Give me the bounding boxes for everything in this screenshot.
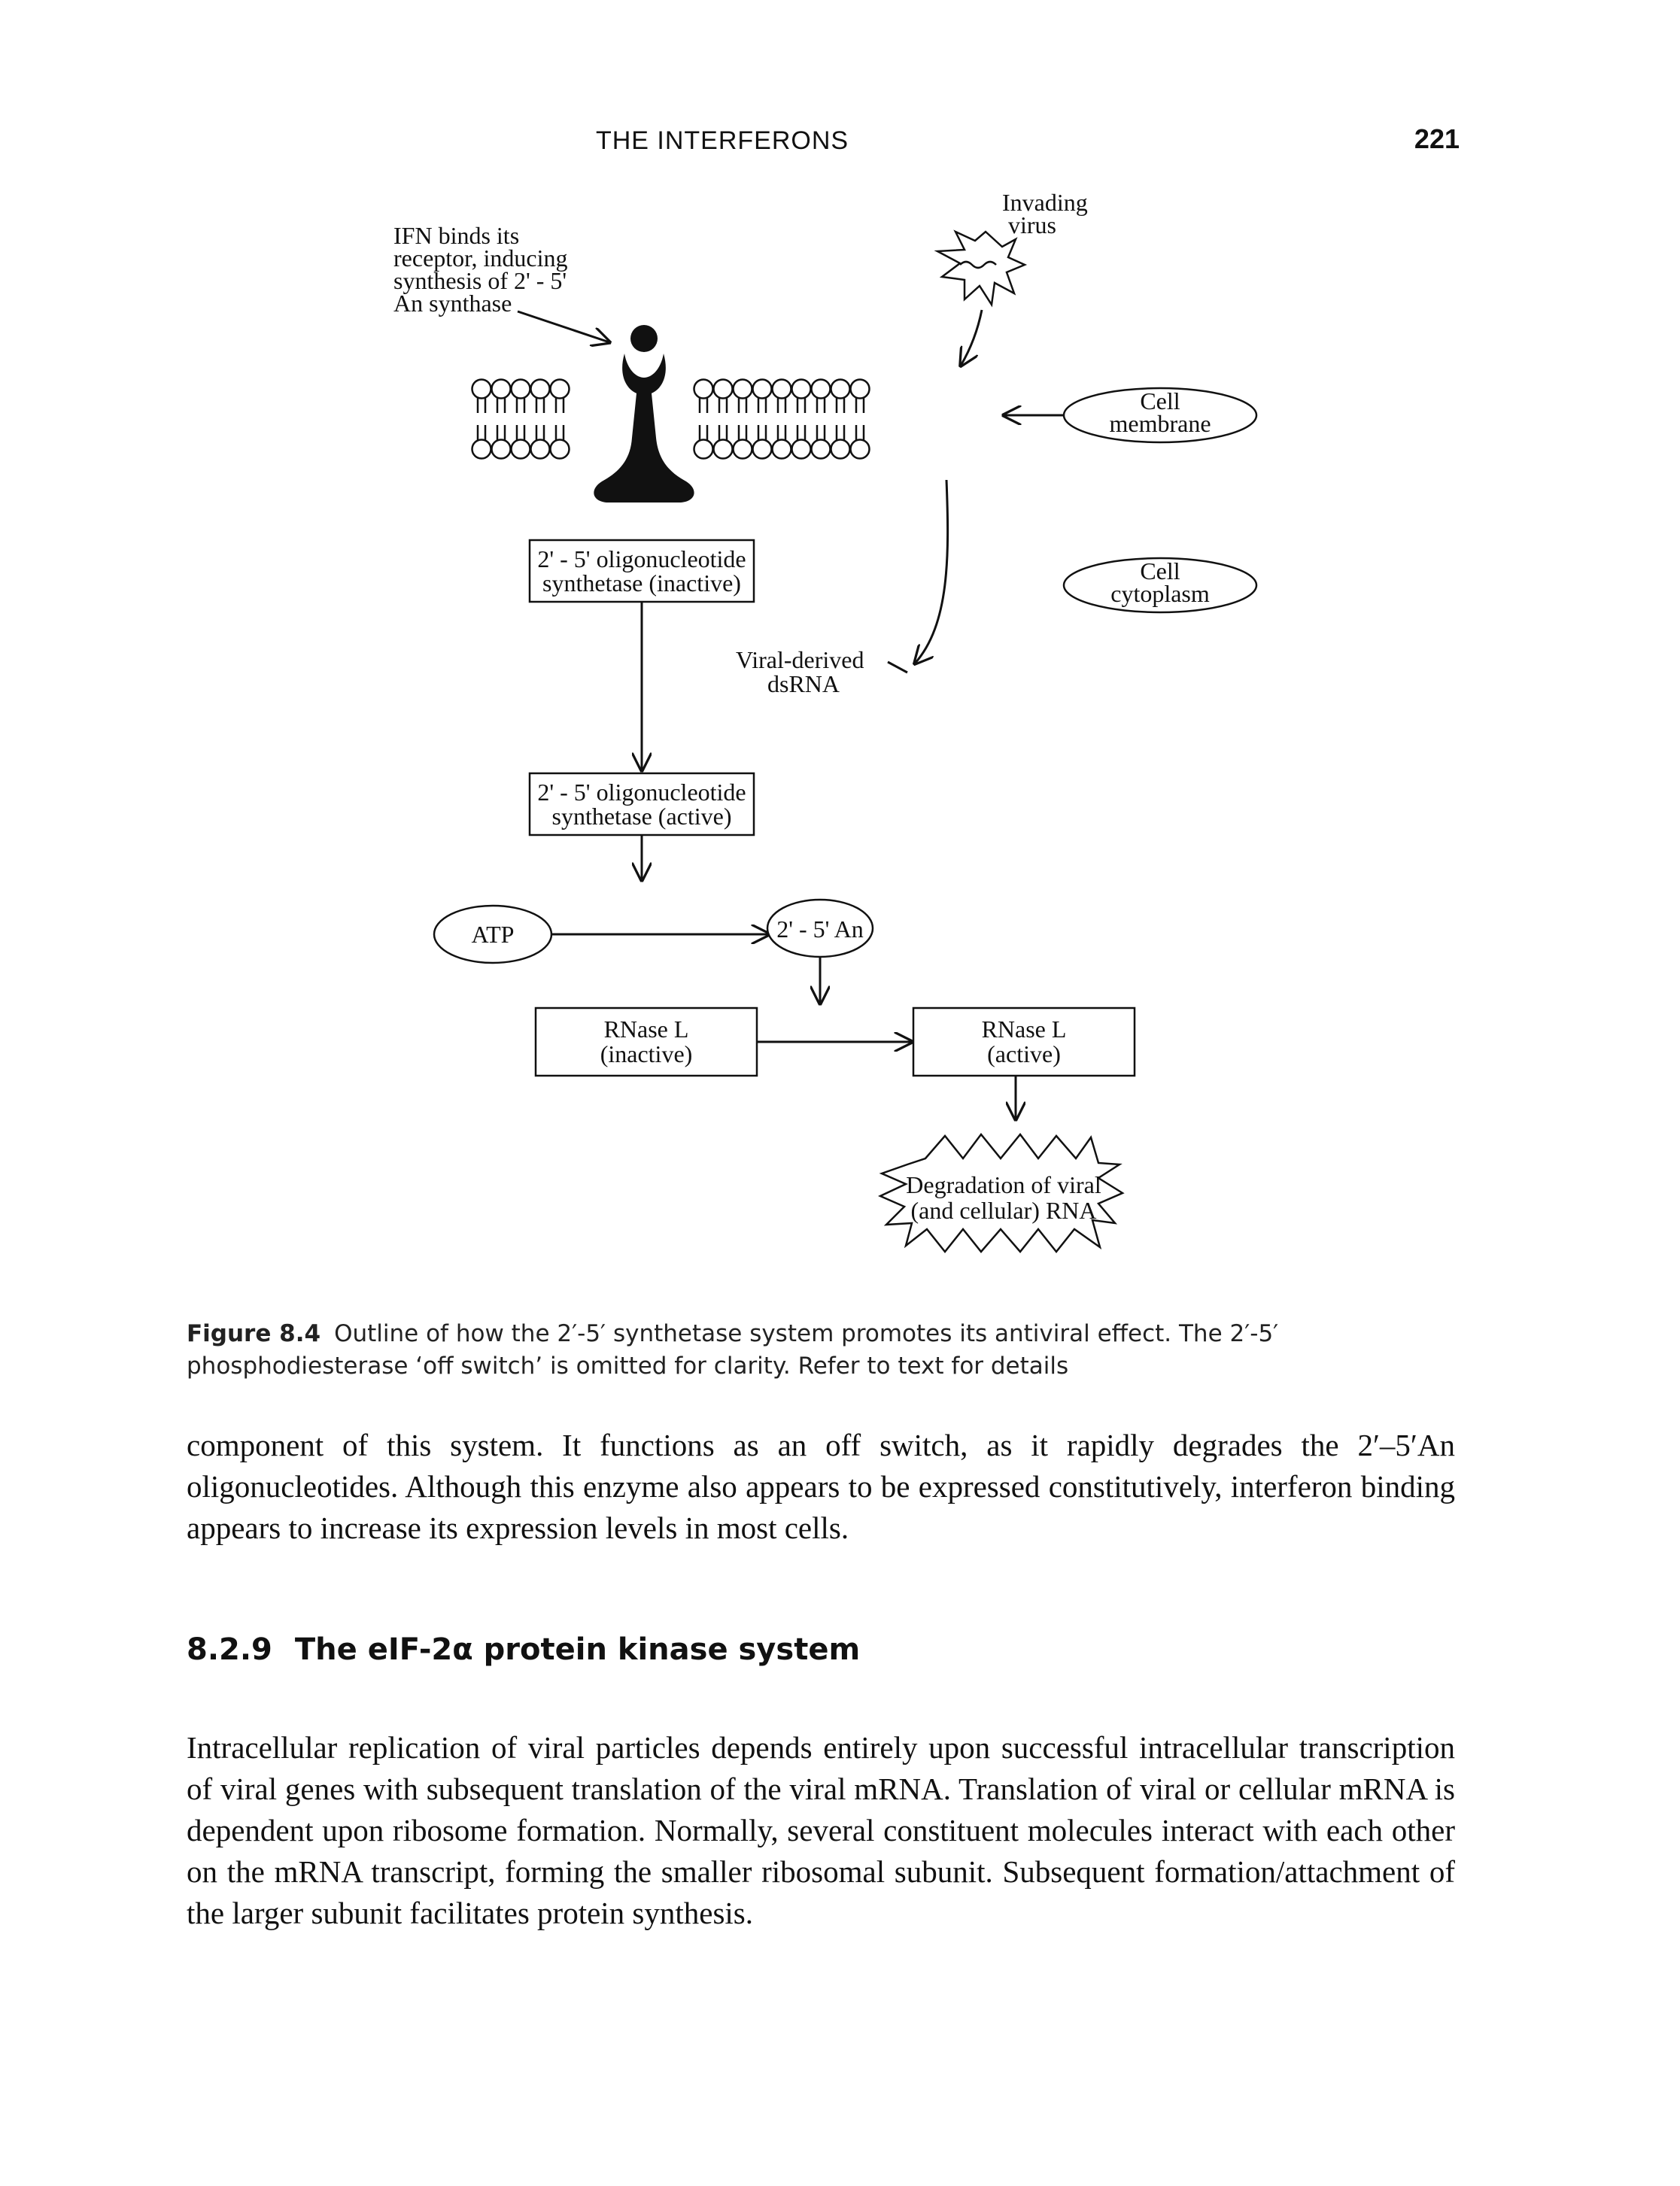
figure-caption-label: Figure 8.4	[187, 1320, 321, 1347]
section-title: The eIF-2α protein kinase system	[294, 1632, 861, 1667]
rnase-inactive-box	[534, 1006, 758, 1077]
ifn-arrow	[517, 310, 609, 342]
phospholipid-icon	[732, 378, 753, 460]
synthetase-inactive-label: synthetase (inactive)	[542, 569, 741, 597]
synthetase-active-label: synthetase (active)	[552, 803, 732, 830]
figure-8-4-diagram: IFN binds its receptor, inducing synthes…	[393, 189, 1258, 1254]
ifn-ligand-icon	[630, 325, 658, 352]
invading-virus-label: Invading	[1002, 189, 1088, 216]
rnase-active-label: (active)	[987, 1040, 1061, 1067]
ifn-note-line: receptor, inducing	[393, 244, 568, 272]
rnase-active-box	[912, 1006, 1136, 1077]
atp-label: ATP	[472, 921, 515, 948]
synthetase-active-box	[528, 772, 755, 836]
viral-dsrna-label: dsRNA	[767, 670, 840, 697]
phospholipid-icon	[549, 378, 570, 460]
phospholipid-icon	[491, 378, 512, 460]
synthetase-active-label: 2' - 5' oligonucleotide	[537, 779, 746, 806]
phospholipid-icon	[712, 378, 734, 460]
oligo-product-label: 2' - 5' An	[776, 915, 864, 943]
cell-membrane-bilayer	[471, 378, 870, 460]
dsrna-arrow-tail	[887, 660, 908, 674]
synthetase-inactive-box	[528, 539, 755, 603]
cell-membrane-label: membrane	[1109, 410, 1211, 437]
viral-genome-icon	[959, 260, 997, 269]
phospholipid-icon	[771, 378, 792, 460]
body-paragraph: component of this system. It functions a…	[187, 1428, 1455, 1545]
figure-caption-text: Outline of how the 2′-5′ synthetase syst…	[187, 1320, 1279, 1380]
rnase-inactive-label: RNase L	[604, 1016, 689, 1043]
section-heading: 8.2.9 The eIF-2α protein kinase system	[187, 1632, 860, 1667]
phospholipid-icon	[510, 378, 531, 460]
degradation-burst-shape	[877, 1132, 1125, 1254]
dsrna-arrow	[915, 479, 949, 663]
cell-cytoplasm-ellipse	[1062, 557, 1258, 614]
virus-entry-arrow	[961, 309, 983, 366]
body-paragraph: Intracellular replication of viral parti…	[187, 1730, 1455, 1930]
ifn-note-line: synthesis of 2' - 5'	[393, 267, 567, 294]
phospholipid-icon	[693, 378, 714, 460]
page-number: 221	[1414, 123, 1460, 154]
degradation-label: (and cellular) RNA	[910, 1197, 1096, 1224]
viral-dsrna-label: Viral-derived	[736, 646, 864, 673]
receptor-cup-icon	[622, 354, 666, 395]
ifn-receptor-icon	[594, 393, 694, 502]
phospholipid-icon	[752, 378, 773, 460]
cell-cytoplasm-label: Cell	[1140, 557, 1180, 584]
degradation-label: Degradation of viral	[906, 1171, 1101, 1198]
ifn-note: IFN binds its receptor, inducing synthes…	[393, 222, 568, 317]
phospholipid-icon	[530, 378, 551, 460]
cell-cytoplasm-label: cytoplasm	[1110, 580, 1210, 607]
phospholipid-icon	[471, 378, 492, 460]
synthetase-inactive-label: 2' - 5' oligonucleotide	[537, 545, 746, 572]
cell-membrane-label: Cell	[1140, 387, 1180, 414]
phospholipid-icon	[791, 378, 812, 460]
ifn-note-line: An synthase	[393, 290, 512, 317]
phospholipid-icon	[849, 378, 870, 460]
ifn-note-line: IFN binds its	[393, 222, 519, 249]
rnase-inactive-label: (inactive)	[600, 1040, 693, 1067]
phospholipid-icon	[830, 378, 851, 460]
phospholipid-icon	[810, 378, 831, 460]
running-header: THE INTERFERONS	[595, 126, 849, 155]
virus-icon	[934, 229, 1028, 308]
section-number: 8.2.9	[187, 1632, 272, 1667]
rnase-active-label: RNase L	[982, 1016, 1067, 1043]
invading-virus-label: virus	[1008, 211, 1056, 238]
